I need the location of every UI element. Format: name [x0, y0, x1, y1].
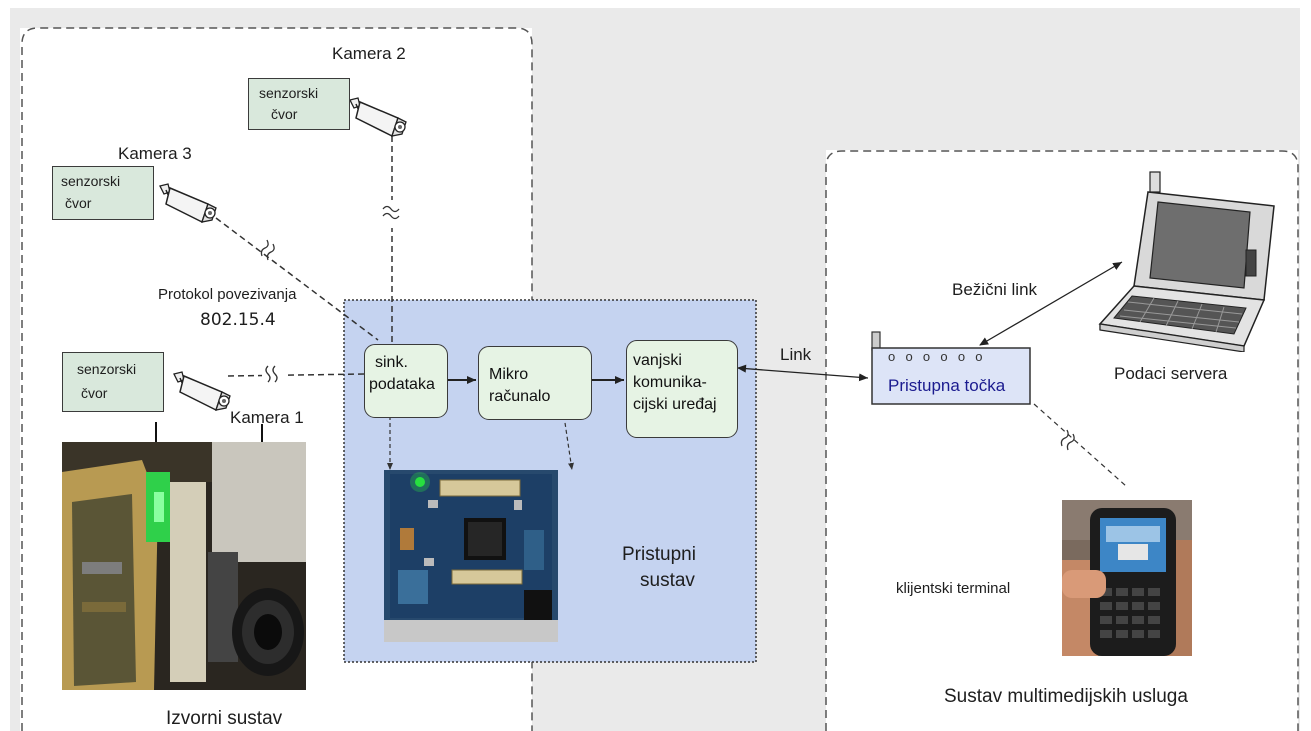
camera-3-label: Kamera 3 [118, 144, 192, 163]
smartphone-photo [1062, 500, 1192, 656]
source-system-border [21, 27, 533, 731]
sensor-node-cam1: senzorski čvor [62, 352, 164, 412]
client-terminal-label: klijentski terminal [896, 580, 1011, 597]
camera-1-label: Kamera 1 [230, 408, 304, 427]
wireless-symbol-cam2 [382, 200, 400, 228]
circuit-board-photo [384, 470, 558, 642]
laptop-icon [1098, 171, 1275, 352]
link-label: Link [780, 345, 812, 364]
access-point-leds: o o o o o o [888, 349, 984, 364]
micro-computer-block: Mikro računalo [478, 346, 592, 420]
wireless-symbol-cam1 [262, 365, 284, 383]
sync-label-2: podataka [369, 376, 435, 393]
sensor-node-label: čvor [65, 195, 92, 211]
security-camera-icon [349, 97, 407, 138]
cam3-link [199, 205, 379, 341]
sensor-node-label: senzorski [61, 173, 121, 189]
access-system-label-2: sustav [640, 570, 695, 591]
sensor-node-cam3: senzorski čvor [52, 166, 154, 220]
security-camera-icon [159, 183, 217, 224]
sensor-node-label: čvor [271, 106, 298, 122]
sync-label-1: sink. [375, 354, 408, 371]
external-comm-device-block: vanjski komunika- cijski uređaj [626, 340, 738, 438]
micro-to-board [563, 415, 574, 471]
sync-block: sink. podataka [364, 344, 448, 418]
link-arrow [737, 364, 869, 382]
sensor-node-cam2: senzorski čvor [248, 78, 350, 130]
security-camera-icon [173, 371, 231, 412]
server-data-label: Podaci servera [1114, 364, 1228, 383]
access-point-icon [871, 331, 1031, 405]
wireless-link-arrow [979, 261, 1123, 346]
cam1-link [227, 373, 367, 377]
multimedia-system-border [825, 150, 1299, 731]
protocol-label: Protokol povezivanja [158, 286, 297, 303]
wireless-symbol-terminal [1060, 429, 1075, 451]
ext-label-1: vanjski [633, 352, 682, 369]
sensor-node-label: senzorski [77, 361, 137, 377]
sensor-node-label: čvor [81, 385, 108, 401]
sensor-node-label: senzorski [259, 85, 319, 101]
micro-label-1: Mikro [489, 366, 529, 383]
access-point-label: Pristupna točka [888, 376, 1006, 395]
micro-label-2: računalo [489, 388, 551, 405]
camera-2-label: Kamera 2 [332, 44, 406, 63]
wireless-symbol-cam3 [260, 239, 275, 261]
ext-label-2: komunika- [633, 374, 707, 391]
ap-to-terminal-link [1033, 403, 1127, 487]
multimedia-system-label: Sustav multimedijskih usluga [944, 686, 1188, 707]
camera-hardware-photo [62, 442, 306, 690]
source-system-label: Izvorni sustav [166, 708, 283, 729]
wireless-link-label: Bežični link [952, 280, 1038, 299]
access-system-label-1: Pristupni [622, 544, 696, 565]
protocol-standard: 802.15.4 [200, 310, 276, 330]
ext-label-3: cijski uređaj [633, 396, 717, 413]
